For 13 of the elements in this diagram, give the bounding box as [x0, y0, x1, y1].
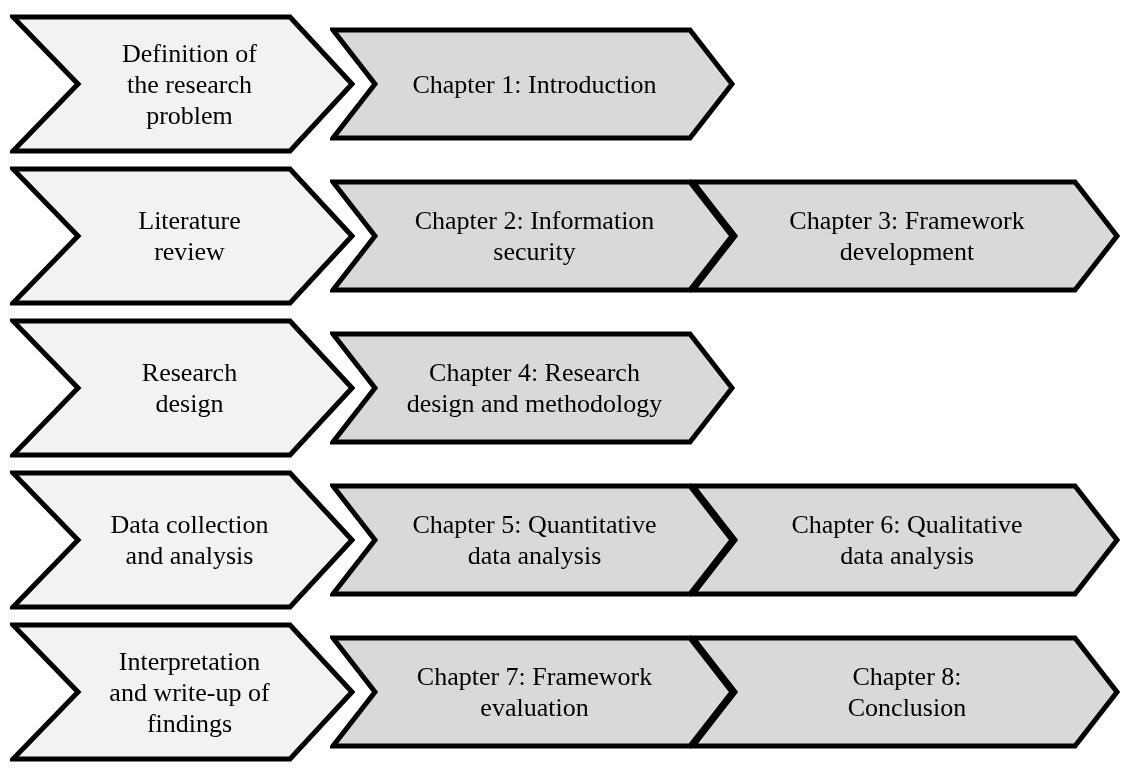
phase-label: Definition of the research problem — [121, 37, 258, 131]
chapter-label: Chapter 5: Quantitative data analysis — [411, 509, 658, 571]
chapter-label: Chapter 6: Qualitative data analysis — [790, 509, 1024, 571]
chapter-label: Chapter 3: Framework development — [788, 205, 1026, 267]
phase-label: Literature review — [137, 205, 242, 267]
chapter-label: Chapter 4: Research design and methodology — [405, 357, 664, 419]
phase-label: Research design — [140, 357, 239, 419]
phase-label: Interpretation and write-up of findings — [108, 645, 271, 739]
chapter-label: Chapter 2: Information security — [413, 205, 656, 267]
phase-label: Data collection and analysis — [109, 509, 270, 571]
chapter-label: Chapter 8: Conclusion — [846, 661, 968, 723]
chapter-label: Chapter 7: Framework evaluation — [415, 661, 654, 723]
chapter-label: Chapter 1: Introduction — [412, 68, 657, 100]
